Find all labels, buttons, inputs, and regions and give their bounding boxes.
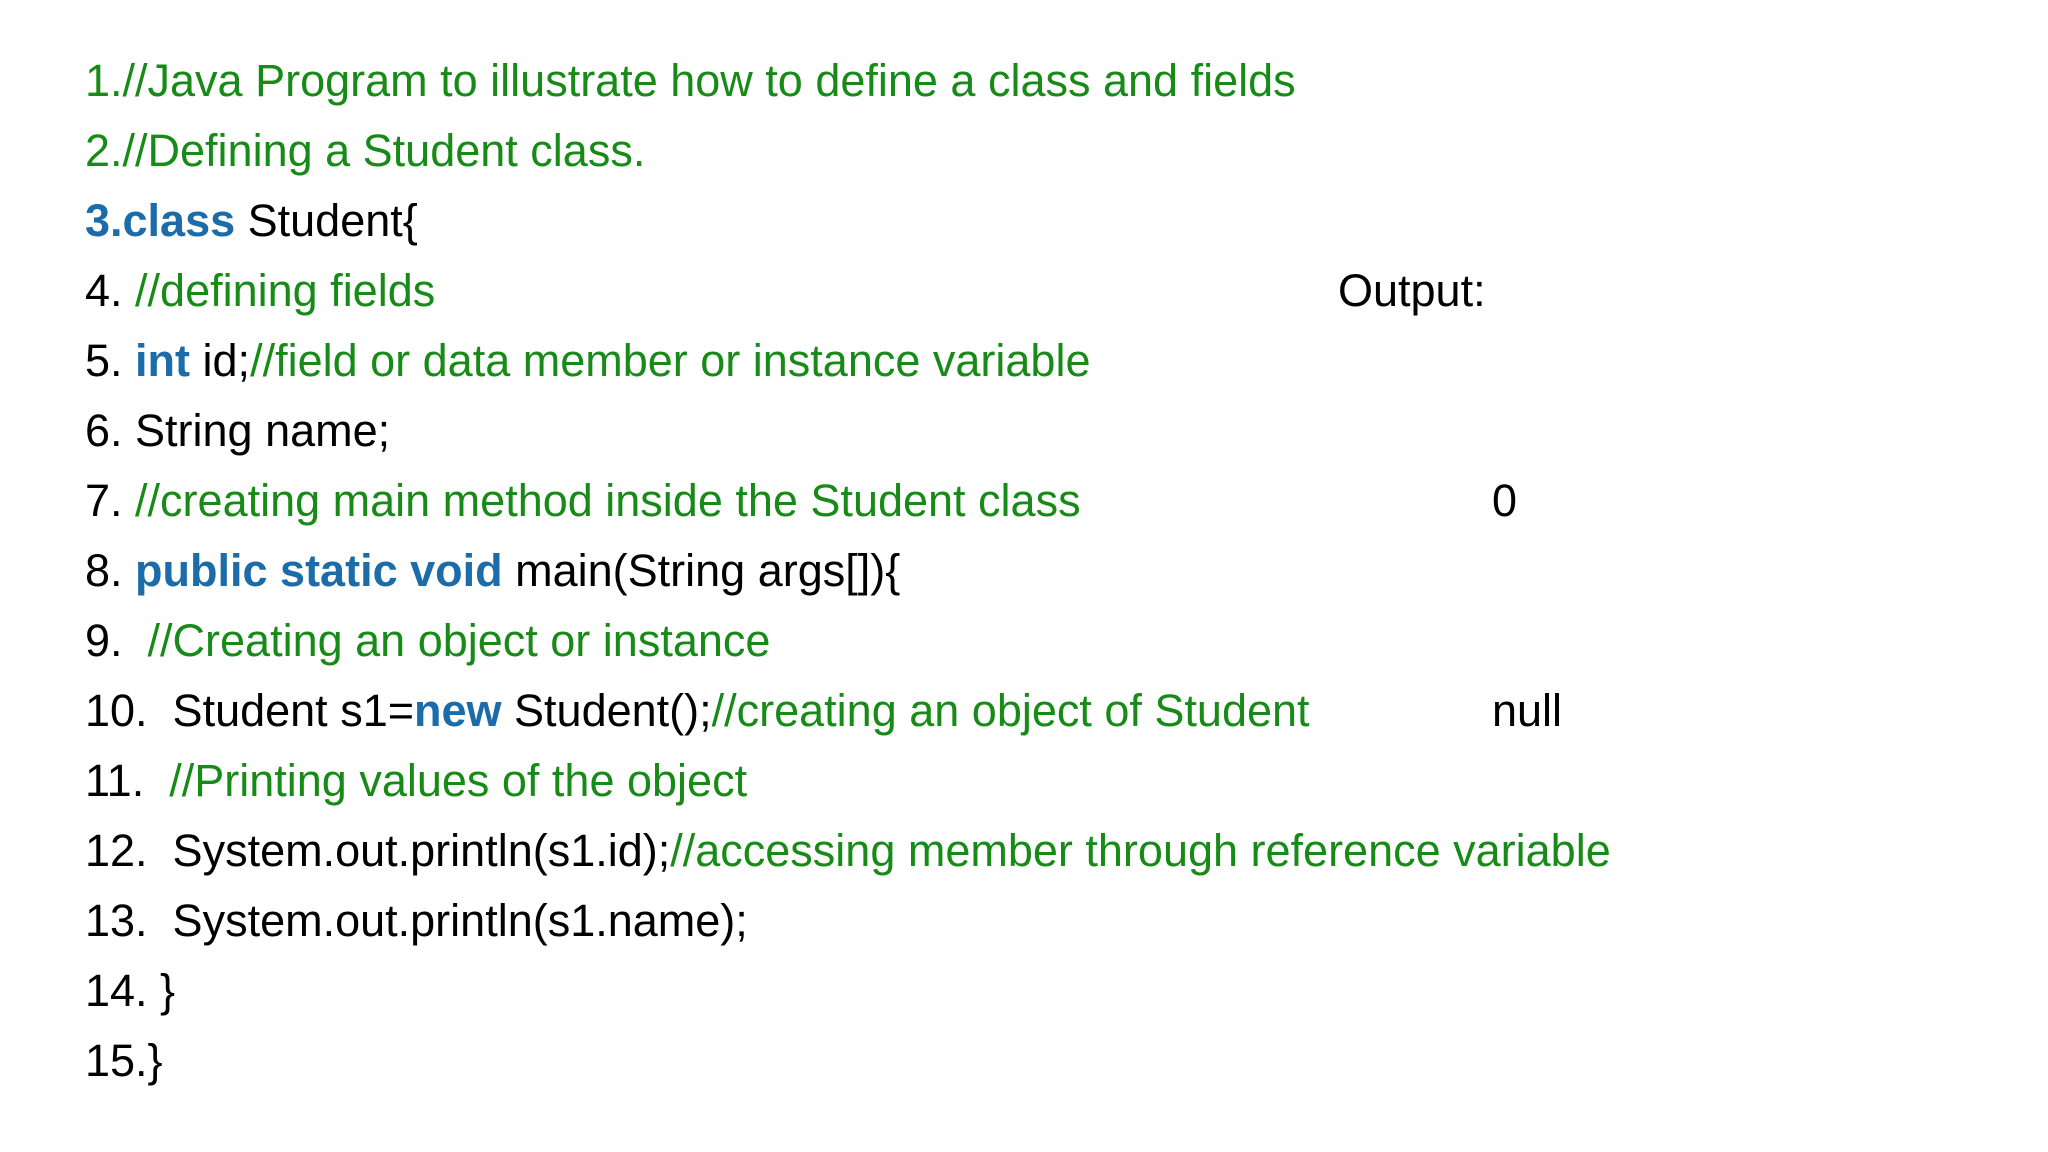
code-segment-plain: 8. — [85, 545, 136, 596]
code-segment-keyword: new — [414, 685, 502, 736]
output-panel: Output: 0 null — [1338, 116, 1562, 816]
code-segment-comment: 1.//Java Program to illustrate how to de… — [85, 55, 1296, 106]
code-segment-comment: //field or data member or instance varia… — [250, 335, 1091, 386]
code-line-10: 10. Student s1=new Student();//creating … — [85, 676, 1611, 746]
code-line-6: 6. String name; — [85, 396, 1611, 466]
output-value-id: 0 — [1492, 475, 1518, 526]
code-line-12: 12. System.out.println(s1.id);//accessin… — [85, 816, 1611, 886]
code-line-9: 9. //Creating an object or instance — [85, 606, 1611, 676]
code-segment-keyword: int — [135, 335, 191, 386]
code-segment-plain: 10. Student s1= — [85, 685, 414, 736]
code-segment-plain: 6. String name; — [85, 405, 391, 456]
code-segment-plain: 9. — [85, 615, 148, 666]
code-line-15: 15.} — [85, 1026, 1611, 1096]
code-segment-comment: //creating main method inside the Studen… — [135, 475, 1081, 526]
output-value-name: null — [1492, 685, 1563, 736]
code-segment-plain: 7. — [85, 475, 136, 526]
code-line-4: 4. //defining fields — [85, 256, 1611, 326]
code-line-5: 5. int id;//field or data member or inst… — [85, 326, 1611, 396]
code-segment-plain: id; — [190, 335, 251, 386]
code-segment-plain: 14. } — [85, 965, 176, 1016]
code-segment-comment: //Creating an object or instance — [147, 615, 771, 666]
code-segment-keyword: 3.class — [85, 195, 236, 246]
code-line-14: 14. } — [85, 956, 1611, 1026]
code-segment-plain: 15.} — [85, 1035, 163, 1086]
code-segment-comment: //creating an object of Student — [711, 685, 1310, 736]
code-segment-plain: Student{ — [235, 195, 418, 246]
code-segment-comment: //defining fields — [135, 265, 436, 316]
code-segment-plain: Student(); — [501, 685, 712, 736]
code-line-13: 13. System.out.println(s1.name); — [85, 886, 1611, 956]
code-line-8: 8. public static void main(String args[]… — [85, 536, 1611, 606]
code-segment-plain: 4. — [85, 265, 136, 316]
code-line-7: 7. //creating main method inside the Stu… — [85, 466, 1611, 536]
code-line-3: 3.class Student{ — [85, 186, 1611, 256]
code-segment-keyword: public static void — [135, 545, 503, 596]
code-segment-comment: //Printing values of the object — [169, 755, 748, 806]
code-segment-plain: 5. — [85, 335, 136, 386]
code-segment-plain: 12. System.out.println(s1.id); — [85, 825, 671, 876]
code-segment-plain: 13. System.out.println(s1.name); — [85, 895, 748, 946]
code-line-11: 11. //Printing values of the object — [85, 746, 1611, 816]
code-line-1: 1.//Java Program to illustrate how to de… — [85, 46, 1611, 116]
code-line-2: 2.//Defining a Student class. — [85, 116, 1611, 186]
code-segment-plain: 11. — [85, 755, 170, 806]
code-segment-comment: //accessing member through reference var… — [670, 825, 1611, 876]
code-block: 1.//Java Program to illustrate how to de… — [85, 46, 1611, 1096]
code-segment-comment: 2.//Defining a Student class. — [85, 125, 646, 176]
output-label: Output: — [1338, 265, 1486, 316]
code-segment-plain: main(String args[]){ — [502, 545, 901, 596]
